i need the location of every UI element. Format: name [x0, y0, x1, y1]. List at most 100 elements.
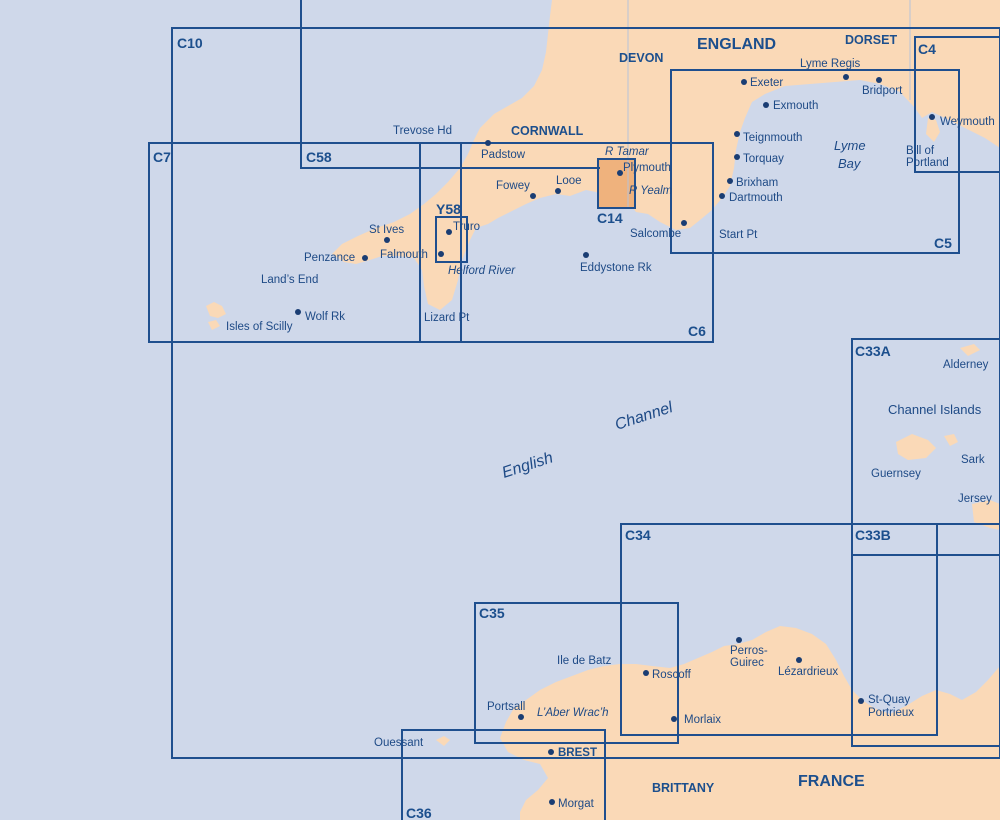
label-start-pt: Start Pt [719, 229, 758, 241]
label-laber-wrach: L’Aber Wrac’h [537, 707, 609, 719]
label-lands-end: Land’s End [261, 274, 318, 286]
label-portrieux: Portrieux [868, 707, 914, 719]
chart-frames [148, 0, 1000, 820]
marker-eddystone-rk [583, 252, 589, 258]
marker-st-ives [384, 237, 390, 243]
marker-exeter [741, 79, 747, 85]
marker-truro [446, 229, 452, 235]
label-c7: C7 [153, 149, 171, 165]
label-guernsey: Guernsey [871, 468, 921, 480]
frame-c14 [597, 158, 636, 209]
label-c14: C14 [597, 210, 623, 226]
frame-c10 [171, 27, 1000, 759]
label-plymouth: Plymouth [623, 162, 671, 174]
label-padstow: Padstow [481, 149, 526, 161]
label-trevose-hd: Trevose Hd [393, 125, 452, 137]
label-salcombe: Salcombe [630, 228, 681, 240]
label-roscoff: Roscoff [652, 669, 692, 681]
label-england: ENGLAND [697, 36, 776, 53]
county-boundaries [627, 0, 911, 208]
label-looe: Looe [556, 175, 582, 187]
label-c36: C36 [406, 805, 432, 820]
land-channel-islands [896, 344, 1000, 530]
land-isles-of-scilly [206, 302, 226, 330]
marker-brixham [727, 178, 733, 184]
marker-lyme-regis [843, 74, 849, 80]
label-jersey: Jersey [958, 493, 992, 505]
label-st-ives: St Ives [369, 224, 404, 236]
label-dartmouth: Dartmouth [729, 192, 783, 204]
label-c35: C35 [479, 605, 505, 621]
region-labels: ENGLAND DEVON DORSET CORNWALL BRITTANY F… [511, 33, 897, 795]
label-cornwall: CORNWALL [511, 124, 584, 138]
label-c10: C10 [177, 35, 203, 51]
label-channel: Channel [613, 399, 675, 434]
marker-penzance [362, 255, 368, 261]
marker-st-quay [858, 698, 864, 704]
marker-roscoff [643, 670, 649, 676]
place-markers [295, 74, 935, 805]
label-bay: Bay [838, 156, 862, 171]
label-brixham: Brixham [736, 177, 778, 189]
label-sark: Sark [961, 454, 985, 466]
label-perros: Perros- [730, 645, 768, 657]
label-c34: C34 [625, 527, 651, 543]
label-exeter: Exeter [750, 77, 783, 89]
label-english: English [500, 449, 555, 481]
label-morgat: Morgat [558, 798, 595, 810]
marker-padstow [485, 140, 491, 146]
marker-dartmouth [719, 193, 725, 199]
label-c33a: C33A [855, 343, 891, 359]
label-r-tamar: R Tamar [605, 146, 650, 158]
frame-c7 [148, 142, 462, 343]
label-c5: C5 [934, 235, 952, 251]
label-alderney: Alderney [943, 359, 989, 371]
marker-plymouth [617, 170, 623, 176]
marker-fowey [530, 193, 536, 199]
label-falmouth: Falmouth [380, 249, 428, 261]
frame-c36 [401, 729, 606, 820]
label-c4: C4 [918, 41, 936, 57]
frame-c35 [474, 602, 679, 744]
label-morlaix: Morlaix [684, 714, 721, 726]
label-channel-islands: Channel Islands [888, 402, 982, 417]
marker-wolf-rk [295, 309, 301, 315]
land-portland [926, 118, 940, 142]
c14-highlight [598, 159, 635, 208]
label-exmouth: Exmouth [773, 100, 818, 112]
label-st-quay: St-Quay [868, 694, 910, 706]
label-dorset: DORSET [845, 33, 897, 47]
marker-morlaix [671, 716, 677, 722]
label-isles-of-scilly: Isles of Scilly [226, 321, 293, 333]
label-ile-de-batz: Ile de Batz [557, 655, 612, 667]
label-weymouth: Weymouth [940, 116, 995, 128]
label-wolf-rk: Wolf Rk [305, 311, 345, 323]
label-c58: C58 [306, 149, 332, 165]
label-c6: C6 [688, 323, 706, 339]
label-devon: DEVON [619, 51, 663, 65]
label-y58: Y58 [436, 201, 461, 217]
label-fowey: Fowey [496, 180, 530, 192]
label-helford-river: Helford River [448, 265, 516, 277]
label-r-yealm: R Yealm [629, 185, 673, 197]
marker-teignmouth [734, 131, 740, 137]
label-lyme-regis: Lyme Regis [800, 58, 861, 70]
label-portsall: Portsall [487, 701, 525, 713]
label-c33b: C33B [855, 527, 891, 543]
marker-weymouth [929, 114, 935, 120]
marker-falmouth [438, 251, 444, 257]
place-labels: Exeter Lyme Regis Bridport Exmouth Weymo… [226, 58, 995, 810]
marker-torquay [734, 154, 740, 160]
label-france: FRANCE [798, 773, 865, 790]
label-bridport: Bridport [862, 85, 903, 97]
marker-perros-guirec [736, 637, 742, 643]
marker-morgat [549, 799, 555, 805]
label-penzance: Penzance [304, 252, 355, 264]
land-ouessant [436, 736, 450, 746]
label-bill-of: Bill of [906, 145, 935, 157]
label-portland: Portland [906, 157, 949, 169]
label-guirec: Guirec [730, 657, 764, 669]
frame-c58 [300, 0, 600, 169]
label-teignmouth: Teignmouth [743, 132, 802, 144]
